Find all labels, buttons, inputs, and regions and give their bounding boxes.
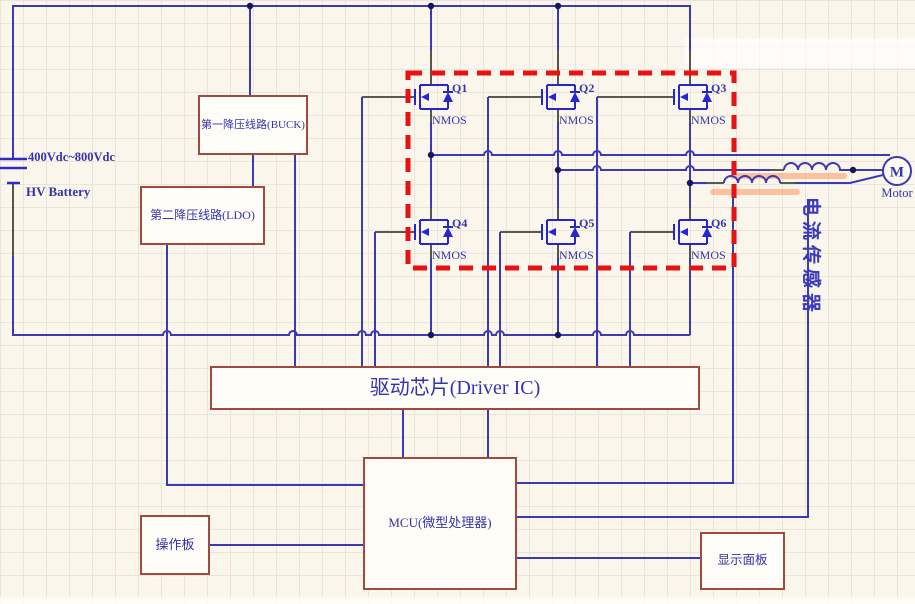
nmos-q6-symbol [673, 219, 713, 245]
junction-dots [246, 2, 857, 339]
q6-label: Q6 [711, 216, 726, 230]
motor-label: Motor [881, 186, 913, 200]
ldo-box: 第二降压线路(LDO) [140, 186, 265, 245]
buck-label: 第一降压线路(BUCK) [201, 118, 305, 131]
buck-box: 第一降压线路(BUCK) [198, 95, 308, 155]
q1-type-label: NMOS [432, 113, 467, 127]
motor-m-label: M [890, 165, 904, 181]
driver-ic-box: 驱动芯片(Driver IC) [210, 366, 700, 410]
driver-ic-label: 驱动芯片(Driver IC) [369, 377, 541, 399]
mcu-label: MCU(微型处理器) [388, 515, 492, 531]
q3-label: Q3 [711, 81, 726, 95]
nmos-q1-symbol [414, 84, 454, 110]
q1-label: Q1 [452, 81, 467, 95]
q2-label: Q2 [579, 81, 594, 95]
q3-type-label: NMOS [691, 113, 726, 127]
q5-label: Q5 [579, 216, 594, 230]
blue-wires [12, 5, 890, 559]
battery-name-label: HV Battery [26, 184, 91, 199]
battery-symbol [0, 157, 27, 185]
white-patch-bottom [0, 597, 915, 604]
inverter-highlight-box [405, 70, 737, 271]
battery-voltage-label: 400Vdc~800Vdc [28, 150, 116, 164]
dark-wire-segments [12, 50, 795, 258]
nmos-q2-symbol [541, 84, 581, 110]
display-panel-label: 显示面板 [717, 553, 768, 568]
white-patch-top-right [685, 38, 915, 68]
nmos-q5-symbol [541, 219, 581, 245]
q6-type-label: NMOS [691, 248, 726, 262]
current-sensor-highlight-1 [730, 173, 847, 179]
q4-type-label: NMOS [432, 248, 467, 262]
nmos-q4-symbol [414, 219, 454, 245]
display-panel-box: 显示面板 [700, 532, 785, 590]
operation-panel-box: 操作板 [140, 515, 210, 575]
operation-panel-label: 操作板 [155, 536, 195, 552]
q2-type-label: NMOS [559, 113, 594, 127]
current-sensor-label: 电流传感器 [800, 197, 821, 318]
ldo-label: 第二降压线路(LDO) [150, 207, 255, 222]
q5-type-label: NMOS [559, 248, 594, 262]
nmos-q3-symbol [673, 84, 713, 110]
current-sensor-highlight-2 [710, 189, 800, 195]
mcu-box: MCU(微型处理器) [363, 457, 517, 590]
motor-symbol: M Motor [881, 156, 913, 200]
q4-label: Q4 [452, 216, 467, 230]
